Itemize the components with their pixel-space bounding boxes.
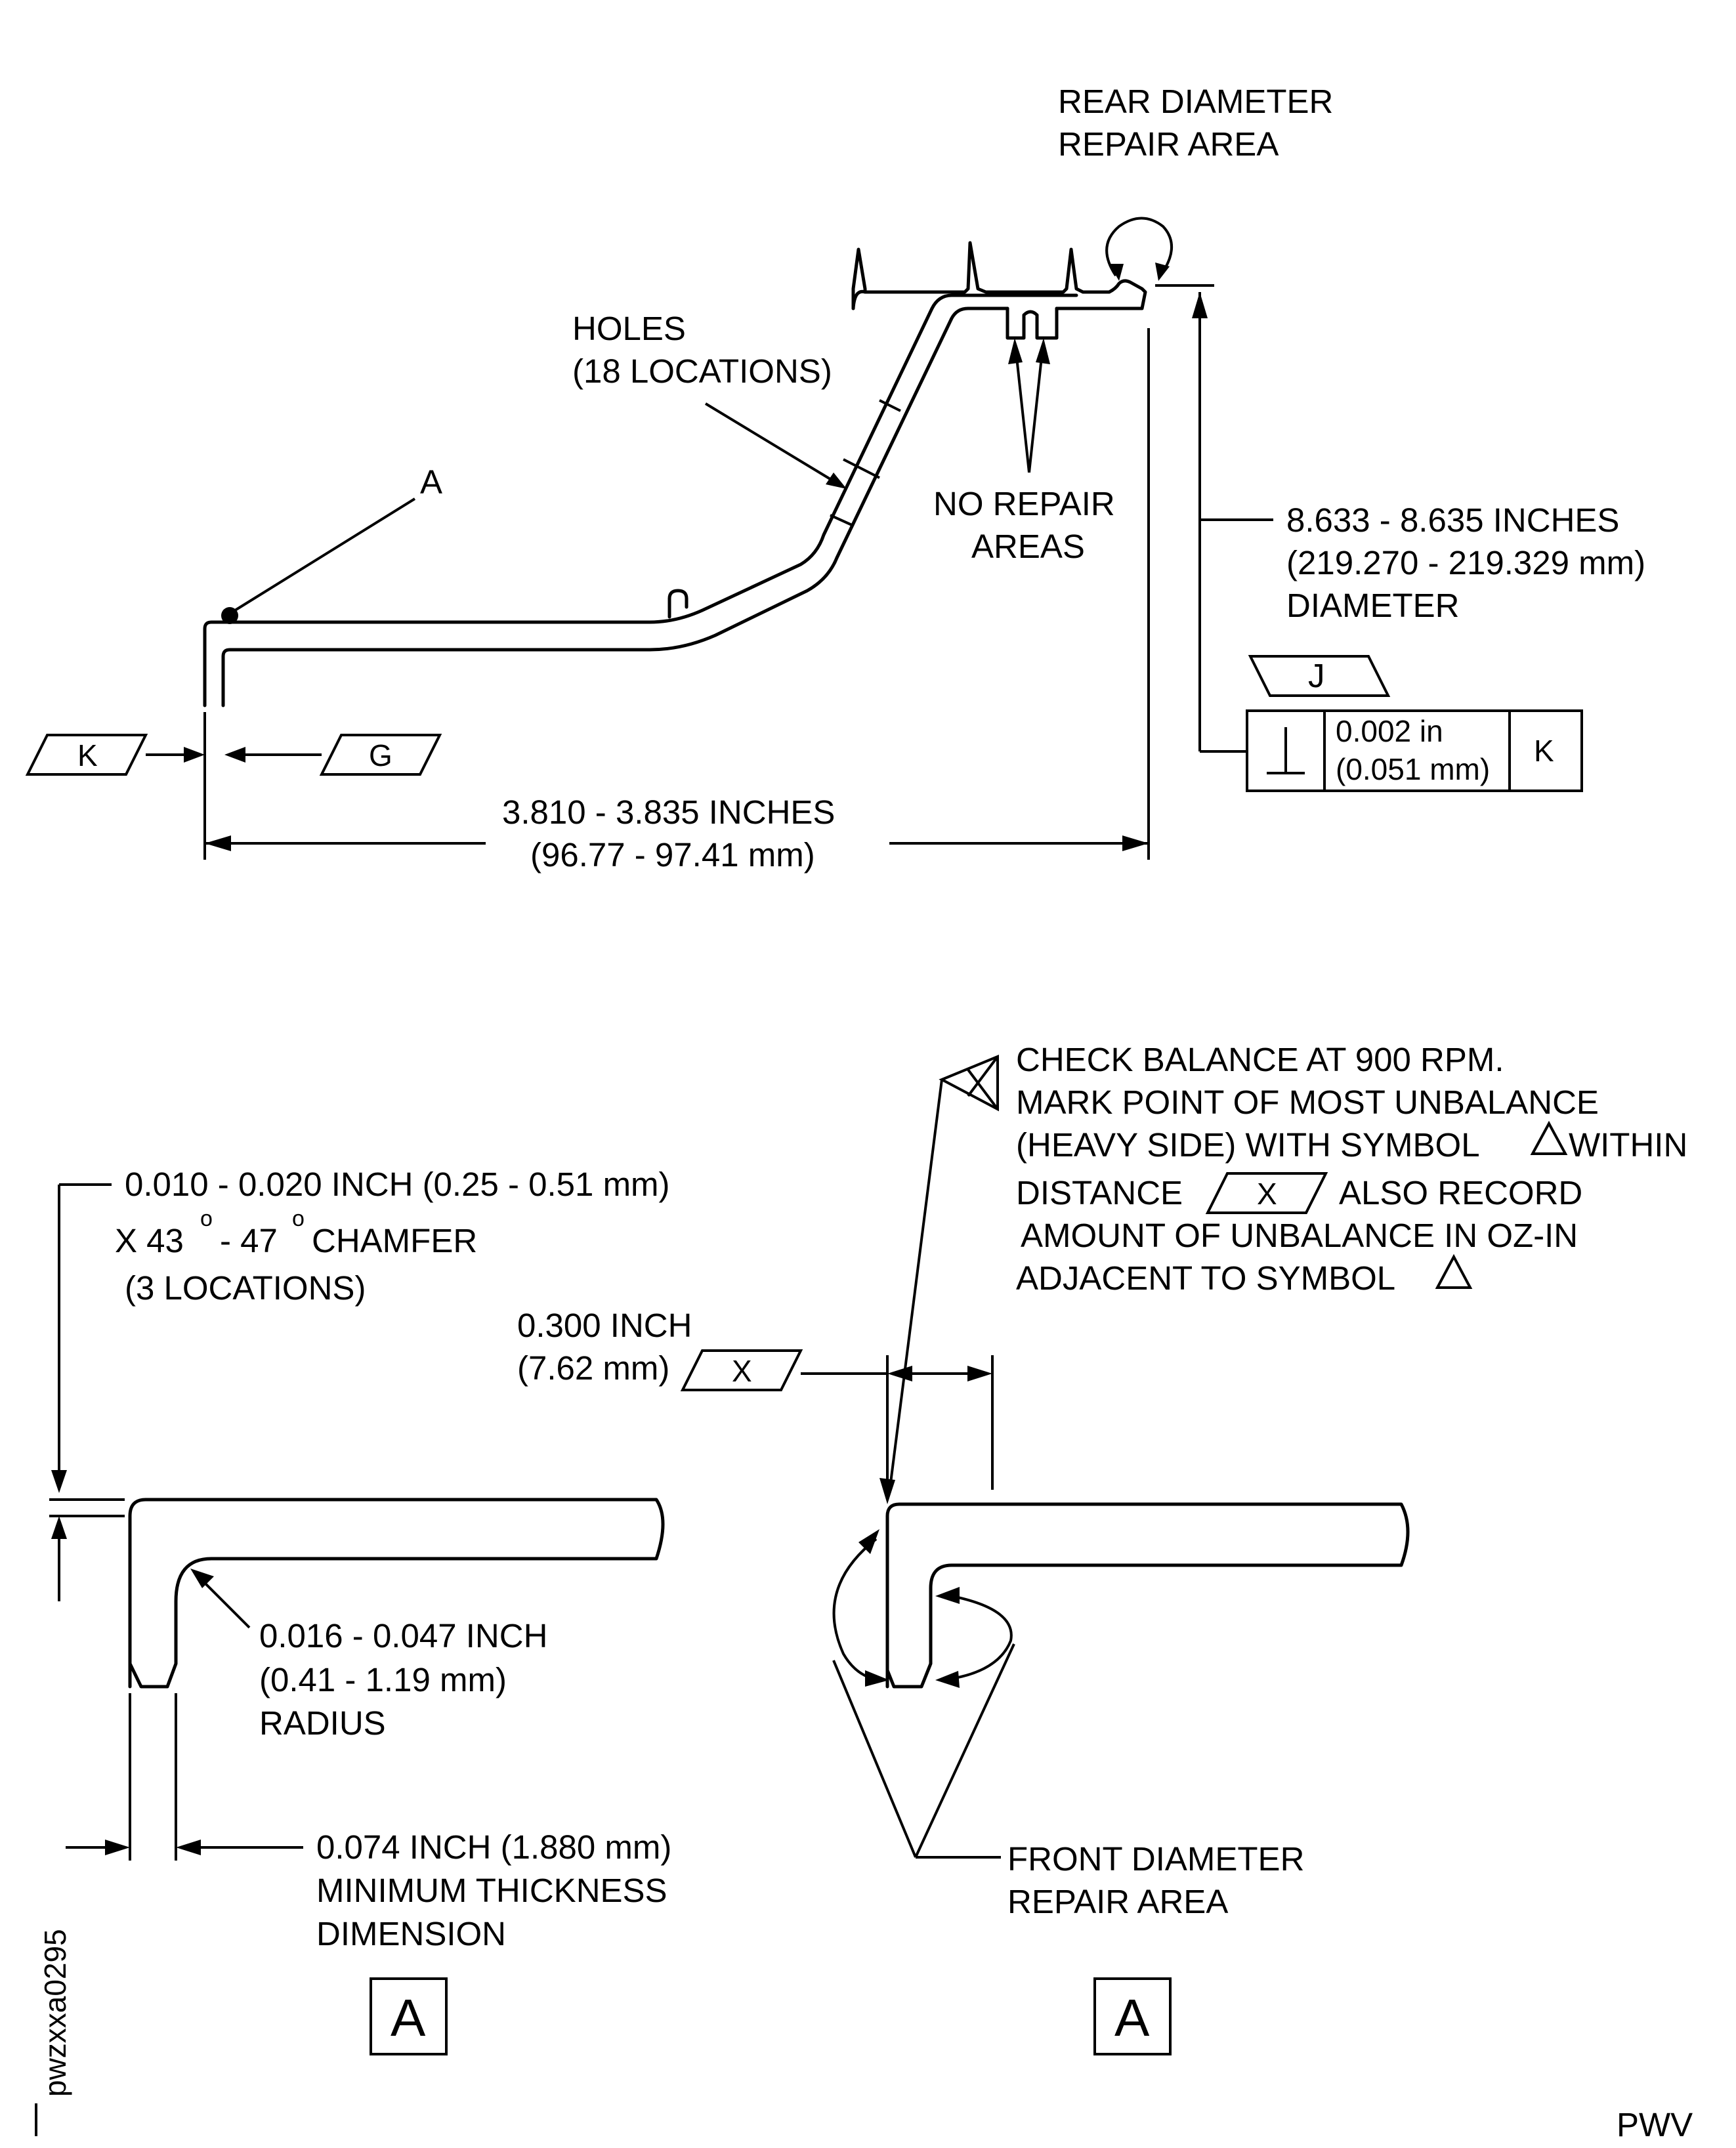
datum-g-label: G <box>369 738 392 772</box>
balance-note-2: MARK POINT OF MOST UNBALANCE <box>1016 1084 1599 1121</box>
diameter-label-1: 8.633 - 8.635 INCHES <box>1286 501 1619 539</box>
holes-label-2: (18 LOCATIONS) <box>572 352 832 390</box>
balance-note-3b: WITHIN <box>1569 1126 1687 1164</box>
front-repair-symbol <box>832 1529 1015 1859</box>
balance-note-1: CHECK BALANCE AT 900 RPM. <box>1016 1041 1504 1078</box>
diameter-label-2: (219.270 - 219.329 mm) <box>1286 544 1645 581</box>
detail-a-callout: A <box>420 463 442 501</box>
datum-k-label: K <box>77 738 98 772</box>
diameter-dimension <box>1155 284 1273 753</box>
length-label-1: 3.810 - 3.835 INCHES <box>502 793 835 831</box>
chamfer-degree-2: o <box>292 1206 305 1231</box>
chamfer-dimension <box>49 1183 125 1601</box>
balance-note-4: DISTANCE <box>1016 1174 1183 1211</box>
holes-label-1: HOLES <box>572 310 686 347</box>
length-dimension <box>203 328 1150 860</box>
view-label-right-box <box>1093 1977 1172 2055</box>
holes-leader <box>704 402 847 489</box>
chamfer-label-2b: - 47 <box>220 1222 278 1259</box>
fcf-tolerance-2: (0.051 mm) <box>1336 752 1490 786</box>
part-cross-section <box>203 241 1147 707</box>
view-label-right: A <box>1114 1989 1150 2047</box>
length-label-2: (96.77 - 97.41 mm) <box>530 836 815 874</box>
chamfer-label-2a: X 43 <box>115 1222 184 1259</box>
radius-label-3: RADIUS <box>259 1704 386 1742</box>
detail-a-leader <box>221 497 416 624</box>
chamfer-label-3: (3 LOCATIONS) <box>125 1269 366 1307</box>
datum-x-symbol-note <box>1205 1172 1328 1214</box>
chamfer-label-2c: CHAMFER <box>312 1222 477 1259</box>
chamfer-degree-1: o <box>200 1206 213 1231</box>
distance-dimension <box>680 1349 994 1500</box>
radius-label-1: 0.016 - 0.047 INCH <box>259 1617 547 1654</box>
balance-note-4b: ALSO RECORD <box>1339 1174 1582 1211</box>
no-repair-label-1: NO REPAIR <box>933 485 1115 522</box>
thickness-label-3: DIMENSION <box>316 1915 506 1952</box>
rear-repair-symbol <box>1105 217 1173 281</box>
feature-control-frame <box>1246 709 1583 792</box>
hole-marks <box>830 399 901 526</box>
no-repair-label-2: AREAS <box>971 528 1085 565</box>
detail-a-left-shape <box>128 1498 665 1689</box>
detail-a-right-shape <box>885 1502 1410 1689</box>
radius-label-2: (0.41 - 1.19 mm) <box>259 1661 507 1698</box>
front-repair-label-1: FRONT DIAMETER <box>1007 1840 1304 1878</box>
triangle-symbol-1 <box>1530 1120 1568 1155</box>
fcf-tolerance-1: 0.002 in <box>1336 714 1443 748</box>
thickness-label-2: MINIMUM THICKNESS <box>316 1872 667 1909</box>
thickness-dimension <box>66 1693 303 1861</box>
rear-repair-label-1: REAR DIAMETER <box>1058 83 1333 120</box>
chamfer-label-1: 0.010 - 0.020 INCH (0.25 - 0.51 mm) <box>125 1166 670 1203</box>
datum-k-g-symbols <box>25 734 442 776</box>
distance-label-1: 0.300 INCH <box>517 1307 692 1344</box>
datum-j-symbol <box>1248 655 1391 697</box>
drawing-code: PWV <box>1617 2106 1693 2143</box>
diameter-label-3: DIAMETER <box>1286 587 1460 624</box>
balance-note-6: ADJACENT TO SYMBOL <box>1016 1259 1395 1297</box>
datum-j-label: J <box>1308 657 1325 694</box>
view-label-left-box <box>370 1977 448 2055</box>
datum-x-label: X <box>732 1354 752 1388</box>
balance-note-5: AMOUNT OF UNBALANCE IN OZ-IN <box>1021 1217 1578 1254</box>
distance-label-2: (7.62 mm) <box>517 1349 669 1387</box>
datum-x-note-label: X <box>1257 1177 1277 1211</box>
no-repair-arrows <box>1008 338 1050 473</box>
view-label-left: A <box>391 1989 426 2047</box>
balance-note-3: (HEAVY SIDE) WITH SYMBOL <box>1016 1126 1480 1164</box>
fcf-datum: K <box>1534 734 1554 768</box>
rear-repair-label-2: REPAIR AREA <box>1058 125 1279 163</box>
balance-symbol <box>879 1055 999 1504</box>
front-repair-label-2: REPAIR AREA <box>1007 1883 1228 1920</box>
thickness-label-1: 0.074 INCH (1.880 mm) <box>316 1828 671 1866</box>
figure-id: pwzxxa0295 <box>38 1929 72 2097</box>
triangle-symbol-2 <box>1435 1253 1473 1289</box>
radius-leader <box>190 1569 251 1629</box>
